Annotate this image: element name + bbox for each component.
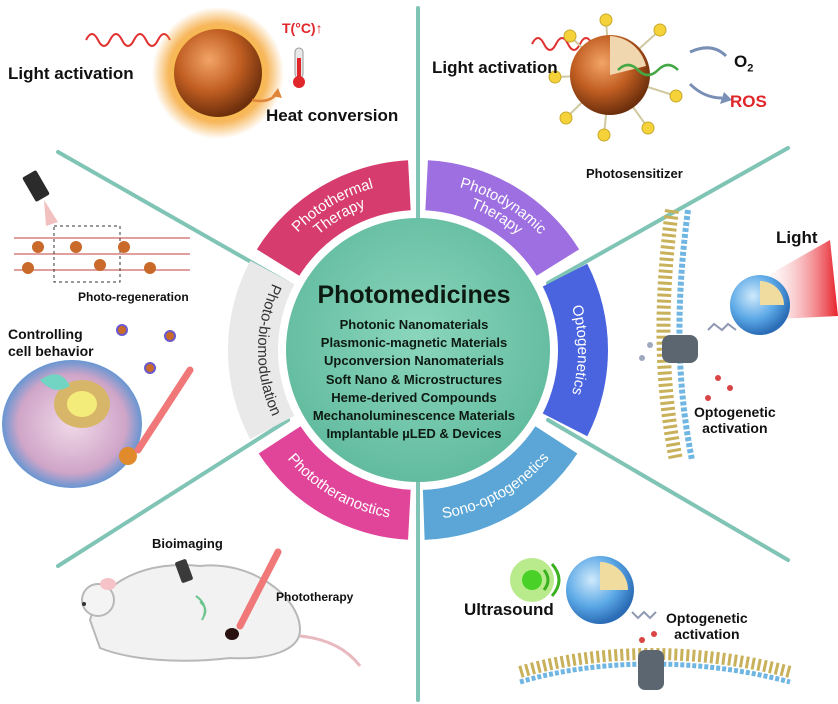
ros-label: ROS [730, 92, 767, 111]
center-disc [286, 218, 550, 482]
material-item: Upconversion Nanomaterials [324, 353, 504, 369]
segment-optogenetics [542, 263, 608, 437]
light-activation-right-label: Light activation [432, 58, 558, 77]
heat-conversion-label: Heat conversion [266, 106, 399, 125]
segment-label-optogenetics: Optogenetics [568, 303, 591, 397]
temperature-label: T(°C)↑ [282, 20, 323, 36]
center-title: Photomedicines [317, 281, 511, 309]
material-item: Heme-derived Compounds [331, 389, 497, 405]
oxygen-label: O2 [734, 52, 754, 75]
photo-regeneration-label: Photo-regeneration [78, 290, 189, 304]
photobiomodulation-illustration [2, 170, 194, 488]
segment-photo-biomodulation [228, 260, 295, 440]
controlling-cell-behavior-label: Controlling cell behavior [8, 326, 94, 359]
sono-optogenetics-illustration [510, 556, 792, 690]
bioimaging-label: Bioimaging [152, 536, 223, 551]
light-label: Light [776, 228, 818, 247]
photodynamic-illustration [531, 13, 732, 142]
segment-photothermal [256, 160, 411, 276]
material-item: Implantable µLED & Devices [326, 426, 502, 442]
light-activation-left-label: Light activation [8, 64, 134, 83]
therapy-ring [228, 160, 608, 540]
divider-lines [56, 6, 790, 702]
phototheranostics-illustration [81, 548, 362, 667]
optogenetic-activation-2-label: Optogenetic activation [666, 610, 748, 642]
material-item: Mechanoluminescence Materials [312, 408, 516, 424]
material-item: Plasmonic-magnetic Materials [320, 335, 508, 351]
center-material-list: Photonic Nanomaterials Plasmonic-magneti… [299, 316, 529, 443]
segment-phototheranostics [258, 426, 411, 540]
photothermal-illustration [85, 7, 305, 139]
optogenetics-illustration [639, 209, 838, 462]
phototherapy-label: Phototherapy [276, 590, 354, 604]
photosensitizer-label: Photosensitizer [586, 166, 683, 181]
ultrasound-label: Ultrasound [464, 600, 554, 619]
segment-sono-optogenetics [422, 426, 578, 540]
segment-photodynamic [425, 160, 580, 276]
material-item: Soft Nano & Microstructures [325, 371, 503, 387]
optogenetic-activation-label: Optogenetic activation [694, 404, 776, 436]
material-item: Photonic Nanomaterials [339, 317, 489, 332]
